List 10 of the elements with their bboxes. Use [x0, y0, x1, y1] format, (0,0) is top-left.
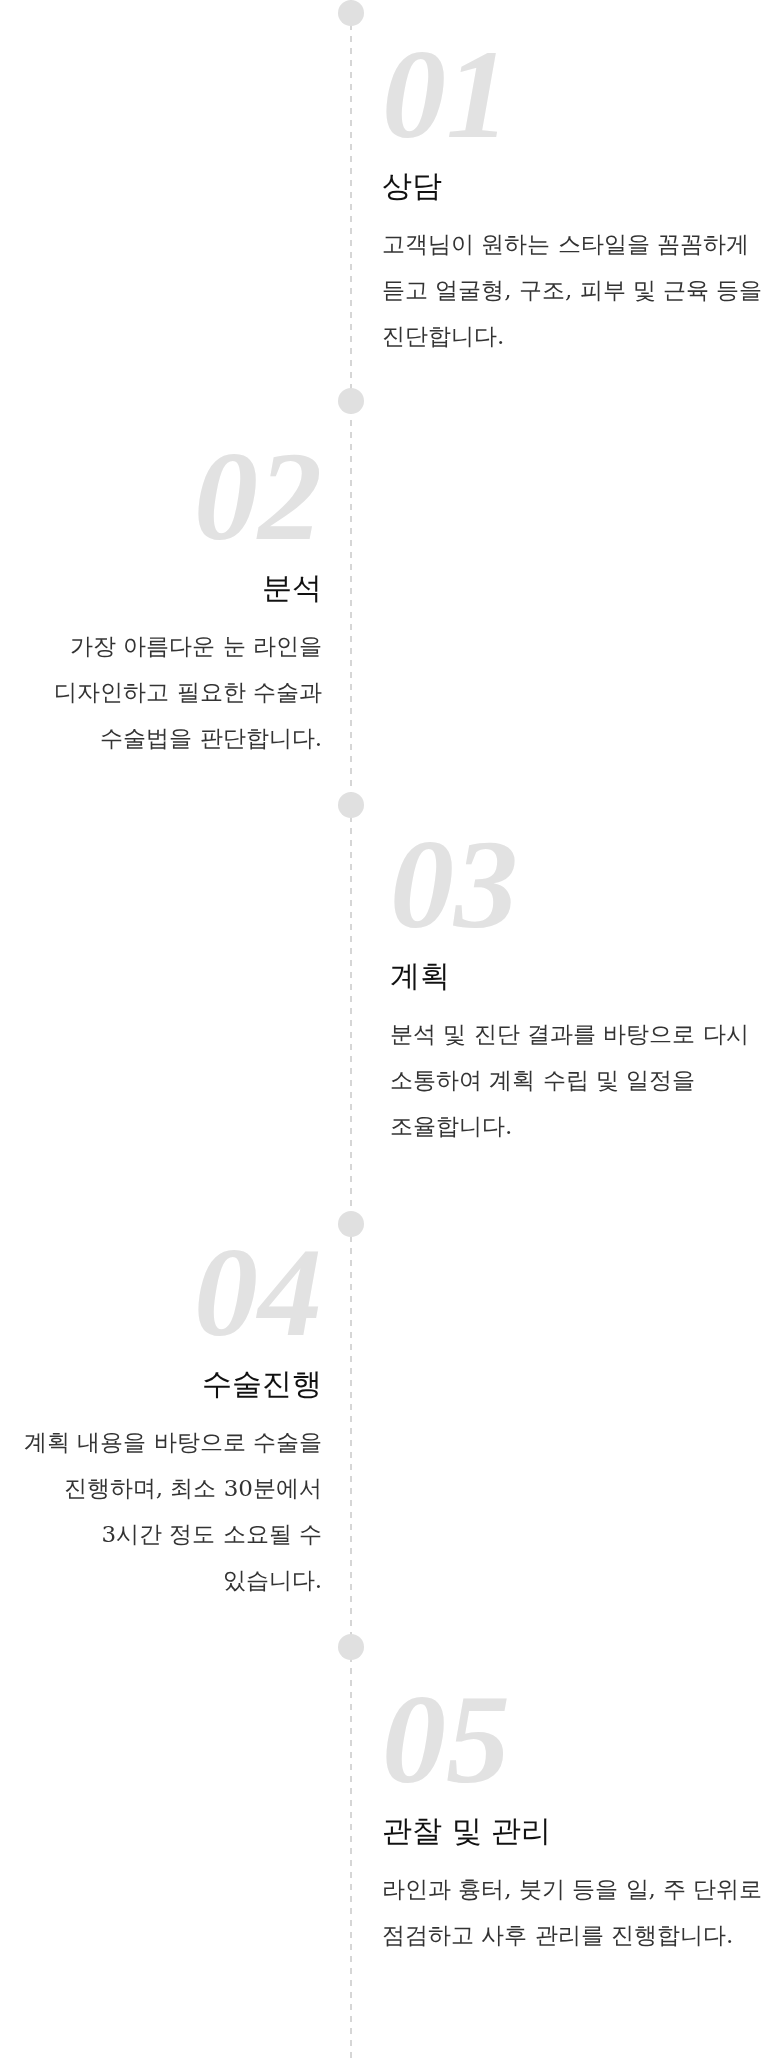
step-title: 분석 [262, 569, 322, 607]
step-description: 고객님이 원하는 스타일을 꼼꼼하게 듣고 얼굴형, 구조, 피부 및 근육 등을 진단합니다. [382, 230, 764, 351]
step-description: 분석 및 진단 결과를 바탕으로 다시 소통하여 계획 수립 및 일정을 조율합니다. [390, 1020, 750, 1141]
step-title: 관찰 및 관리 [382, 1812, 552, 1850]
step-description: 가장 아름다운 눈 라인을 디자인하고 필요한 수술과 수술법을 판단합니다. [53, 632, 322, 753]
step-title: 수술진행 [202, 1365, 322, 1403]
step-title: 계획 [390, 957, 450, 995]
step-title: 상담 [382, 167, 442, 205]
step-description: 라인과 흉터, 붓기 등을 일, 주 단위로 점검하고 사후 관리를 진행합니다. [382, 1875, 764, 1950]
step-description: 계획 내용을 바탕으로 수술을 진행하며, 최소 30분에서 3시간 정도 소요될 수 있습니다. [23, 1428, 322, 1595]
